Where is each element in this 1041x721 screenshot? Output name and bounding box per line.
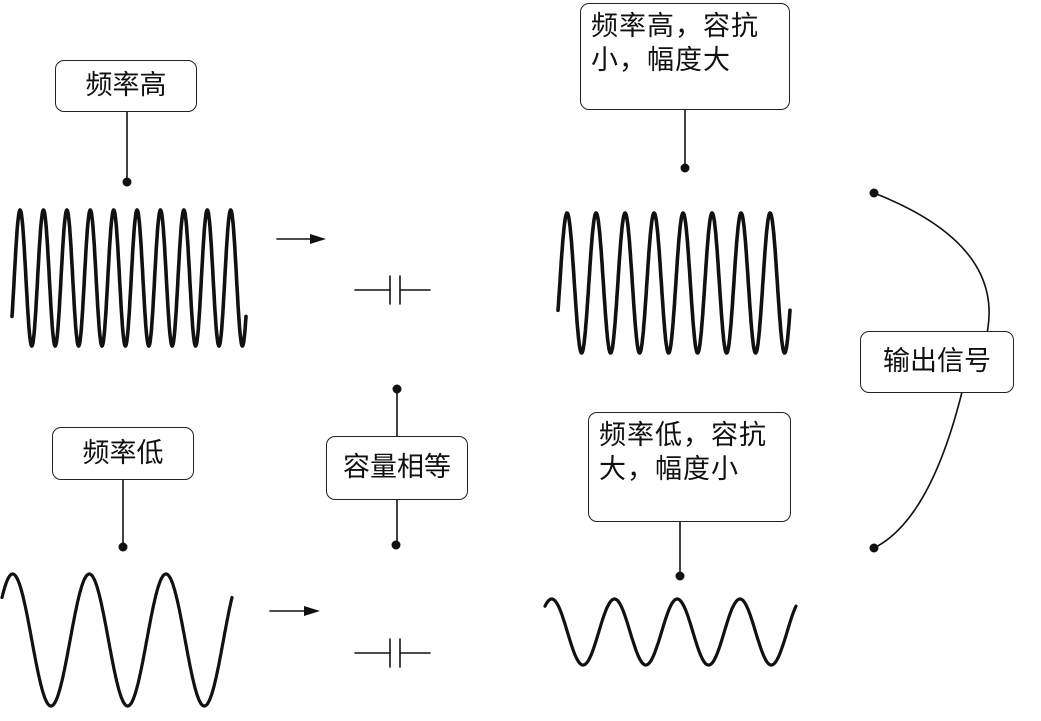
label-low-frequency: 频率低 xyxy=(52,427,194,480)
label-low-result: 频率低，容抗 大，幅度小 xyxy=(588,412,791,522)
dot-output-top xyxy=(869,188,879,198)
label-equal-capacitance: 容量相等 xyxy=(326,436,468,500)
input-low-frequency-wave xyxy=(0,572,234,708)
label-high-result-line1: 频率高，容抗 xyxy=(591,11,759,42)
label-low-result-line2: 大，幅度小 xyxy=(599,454,739,485)
label-high-frequency: 频率高 xyxy=(55,60,197,112)
label-high-result-line2: 小，幅度大 xyxy=(591,45,731,76)
output-low-frequency-wave xyxy=(543,597,798,667)
dot-output-bottom xyxy=(869,543,879,553)
label-high-frequency-text: 频率高 xyxy=(85,70,167,101)
dot-capacitance-top xyxy=(392,384,402,394)
label-output-signal: 输出信号 xyxy=(860,331,1014,393)
dot-capacitance-bottom xyxy=(391,540,401,550)
dot-low-result xyxy=(675,571,685,581)
input-high-frequency-wave xyxy=(10,208,248,348)
label-low-frequency-text: 频率低 xyxy=(82,437,164,469)
output-high-frequency-wave xyxy=(556,211,792,355)
dot-high-frequency xyxy=(122,177,132,187)
label-low-result-line1: 频率低，容抗 xyxy=(599,420,767,451)
label-output-signal-text: 输出信号 xyxy=(883,346,991,377)
arrow-low-head xyxy=(304,606,320,616)
label-equal-capacitance-text: 容量相等 xyxy=(343,452,451,483)
label-high-result: 频率高，容抗 小，幅度大 xyxy=(580,3,790,110)
dot-high-result xyxy=(680,163,690,173)
arrow-high-head xyxy=(310,234,326,244)
dot-low-frequency xyxy=(118,542,128,552)
